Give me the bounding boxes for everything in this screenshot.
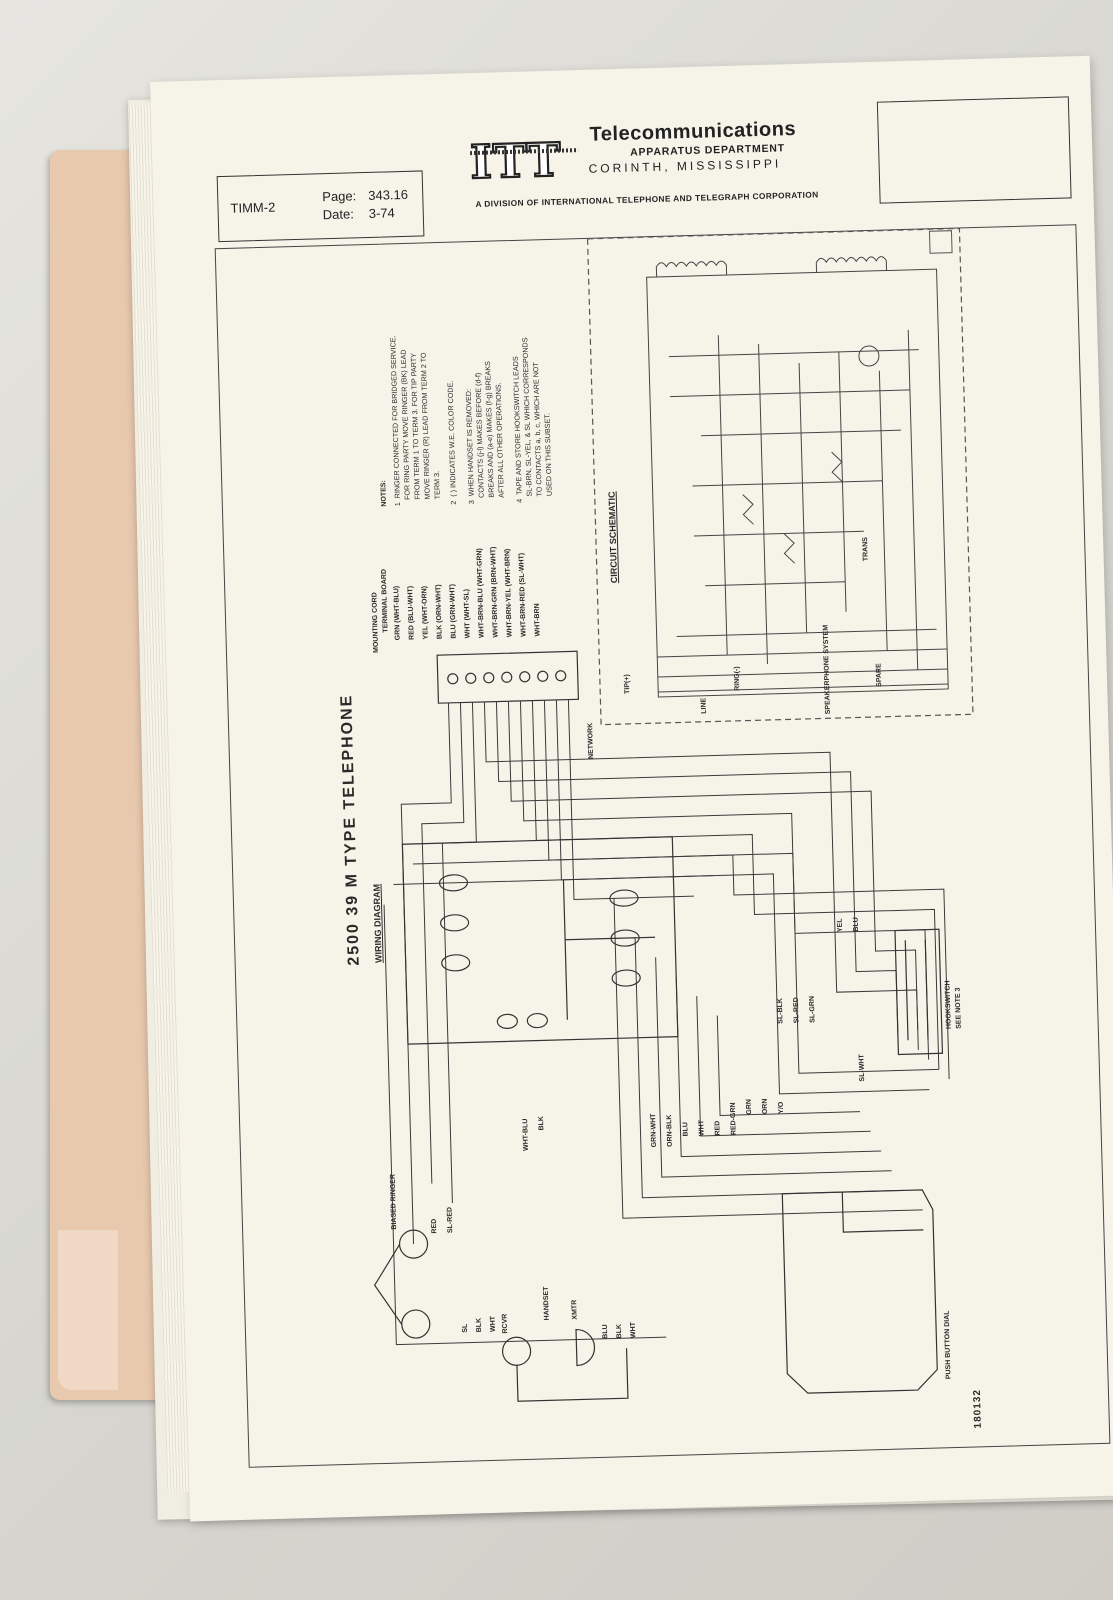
- wiring-drawing: [373, 227, 974, 1402]
- manual-page: TIMM-2 Page: Date: 343.16 3-74 ITT Telec…: [128, 55, 1113, 1522]
- notes-heading: NOTES:: [380, 480, 388, 507]
- hookswitch: [894, 928, 944, 1056]
- note-3: 3 WHEN HANDSET IS REMOVED: CONTACTS (j-l…: [463, 360, 506, 505]
- manual-id: TIMM-2: [230, 199, 276, 216]
- handset: [501, 1328, 629, 1402]
- company-header: ITT Telecommunications APPARATUS DEPARTM…: [469, 102, 872, 233]
- itt-logo: ITT: [469, 131, 564, 190]
- spare-label: SPARE: [875, 663, 884, 687]
- schematic-box: [586, 227, 974, 726]
- terminal-board: [436, 650, 580, 704]
- page-date-labels: Page: Date:: [322, 188, 357, 223]
- schematic-circuits: [646, 256, 949, 698]
- rcvr-label: RCVR: [501, 1313, 510, 1334]
- tip-label: TIP(+): [623, 674, 632, 694]
- trans-label: TRANS: [861, 536, 870, 562]
- page-date-values: 343.16 3-74: [368, 186, 409, 223]
- page-date: 3-74: [368, 205, 395, 221]
- wiring-bundle: [383, 699, 950, 1346]
- page-id-box: TIMM-2 Page: Date: 343.16 3-74: [216, 170, 425, 243]
- location: CORINTH, MISSISSIPPI: [588, 156, 782, 176]
- note-1: 1 RINGER CONNECTED FOR BRIDGED SERVICE. …: [388, 335, 442, 507]
- network-label: NETWORK: [587, 722, 596, 760]
- biased-ringer-label: BIASED RINGER: [389, 1173, 399, 1230]
- drawing-frame: 2500 39 M TYPE TELEPHONE WIRING DIAGRAM …: [214, 224, 1111, 1468]
- division-line: A DIVISION OF INTERNATIONAL TELEPHONE AN…: [475, 189, 819, 209]
- push-button-dial: [781, 1189, 938, 1394]
- biased-ringer: [373, 1229, 431, 1339]
- handset-label: HANDSET: [542, 1286, 551, 1321]
- title-block-box: [876, 96, 1072, 204]
- note-4: 4 TAPE AND STORE HOOKSWITCH LEADS SL-BRN…: [510, 337, 554, 503]
- xmtr-label: XMTR: [571, 1299, 579, 1320]
- ring-label: RING(-): [733, 666, 742, 691]
- see-note-label: SEE NOTE 3: [954, 987, 963, 1029]
- line-label: LINE: [700, 697, 708, 714]
- network-block: [401, 836, 679, 1045]
- hookswitch-label: HOOKSWITCH: [944, 980, 953, 1030]
- page-number: 343.16: [368, 186, 409, 203]
- document-number: 180132: [971, 1388, 984, 1429]
